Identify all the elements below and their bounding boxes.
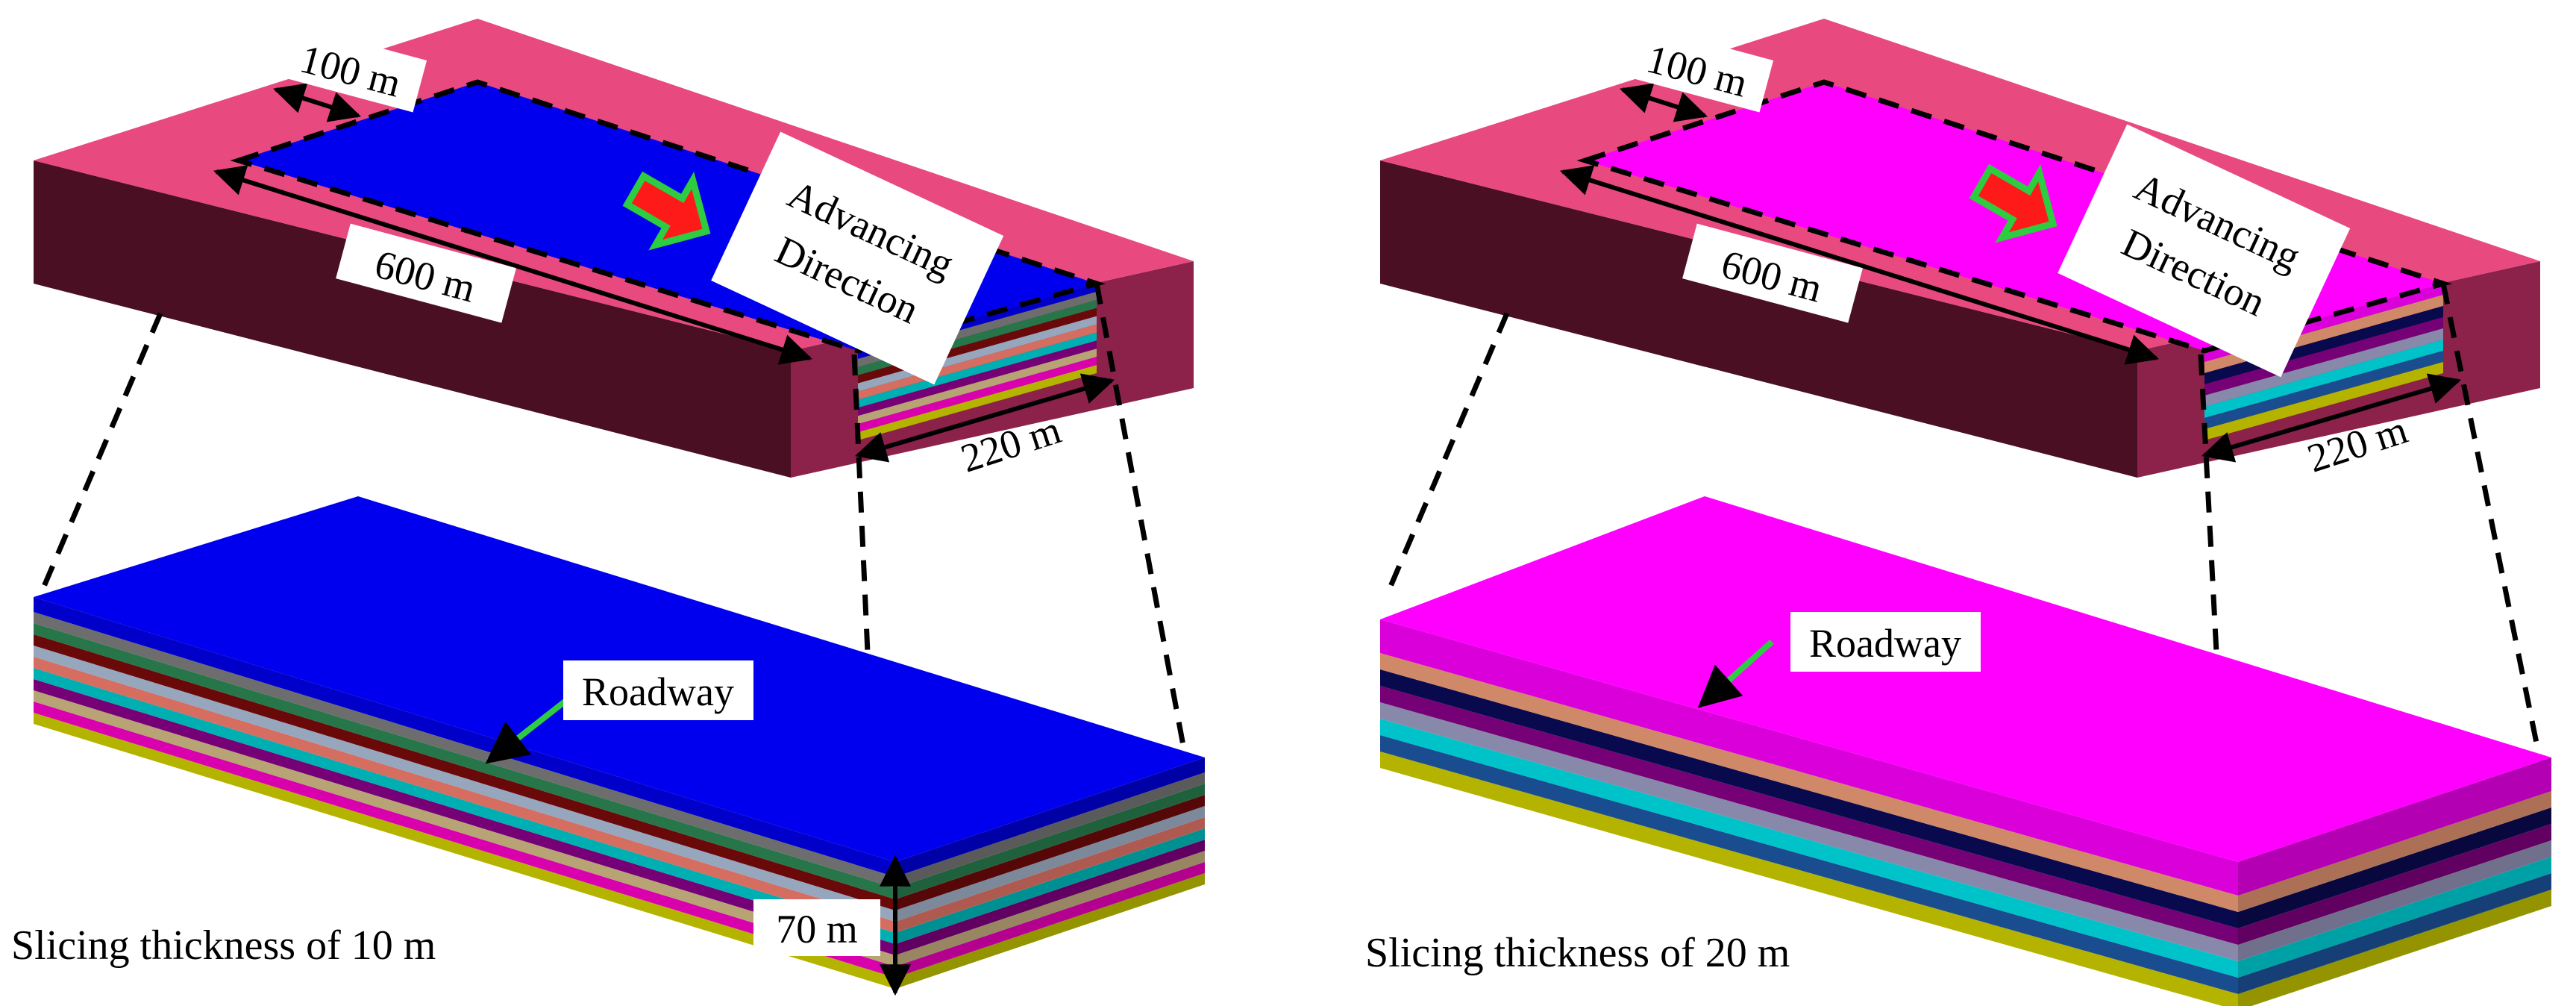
right-roadway-label-box: Roadway (1790, 612, 1981, 672)
left-guide-line (1094, 283, 1189, 762)
slice-layer-side (895, 806, 1205, 922)
slice-layer-side (895, 795, 1205, 910)
slice-layer-front (34, 668, 895, 944)
slice-layer-side (2238, 791, 2551, 912)
left-panel: 100 m 600 m 220 m Advancing Direction Ro… (11, 19, 1205, 996)
right-length-label-box: 600 m (1682, 223, 1863, 323)
slice-layer-front (1380, 752, 2238, 1006)
right-direction-arrow (1969, 163, 2058, 243)
slice-layer-side (895, 757, 1205, 877)
slice-layer-side (895, 840, 1205, 955)
slice-layer-front (1380, 669, 2238, 928)
slice-layer-front (34, 646, 895, 922)
slice-layer-side (895, 772, 1205, 888)
slice-layer-side (895, 873, 1205, 989)
slice-layer-front (34, 623, 895, 899)
right-roadway-label: Roadway (1809, 621, 1961, 666)
slice-layer-side (895, 851, 1205, 966)
left-roadway-label: Roadway (582, 669, 734, 714)
left-guide-line (38, 312, 163, 595)
right-roadway-pointer (1697, 640, 1774, 708)
left-roadway-label-box: Roadway (563, 660, 753, 720)
slice-layer-front (34, 713, 895, 989)
left-width-arrow (272, 83, 362, 122)
slice-layer-side (2238, 757, 2551, 896)
slice-layer-front (34, 657, 895, 933)
slice-layer-side (2238, 890, 2551, 1006)
slice-top-surface (1380, 496, 2551, 862)
slice-layer-side (2238, 873, 2551, 994)
slice-layer-front (34, 690, 895, 966)
left-thickness-label: 70 m (776, 907, 858, 952)
direction-arrow-icon (1969, 163, 2058, 243)
slice-layer-side (895, 817, 1205, 933)
right-panel: 100 m 600 m 220 m Advancing Direction Ro… (1365, 19, 2551, 1006)
slice-layer-side (895, 862, 1205, 978)
left-face-arrow (854, 373, 1115, 463)
right-width-arrow (1619, 83, 1708, 122)
right-face-arrow (2201, 373, 2462, 463)
slice-layer-front (34, 634, 895, 910)
slice-layer-front (1380, 719, 2238, 978)
right-caption: Slicing thickness of 20 m (1365, 930, 1790, 976)
slice-layer-side (2238, 807, 2551, 928)
slice-layer-side (895, 828, 1205, 944)
right-guide-line (2440, 283, 2543, 762)
left-slice-model (34, 496, 1205, 989)
left-direction-arrow (622, 171, 711, 251)
right-slice-model (1380, 496, 2551, 1006)
slice-layer-side (895, 784, 1205, 899)
slice-layer-front (1380, 735, 2238, 994)
slice-layer-front (1380, 619, 2238, 896)
right-guide-line (1385, 312, 1510, 595)
direction-arrow-icon (622, 171, 711, 251)
left-roadway-pointer (485, 691, 577, 764)
slice-layer-front (34, 597, 895, 877)
slice-layer-side (2238, 840, 2551, 961)
left-caption: Slicing thickness of 10 m (11, 922, 436, 969)
slice-layer-front (34, 679, 895, 955)
slice-layer-side (2238, 857, 2551, 978)
slice-layer-front (34, 702, 895, 978)
slice-layer-front (1380, 702, 2238, 961)
slice-layer-side (2238, 824, 2551, 945)
slice-layer-front (1380, 653, 2238, 912)
left-length-arrow (213, 165, 813, 365)
left-thickness-label-box: 70 m (753, 899, 880, 956)
right-length-arrow (1559, 165, 2160, 365)
slice-layer-front (1380, 686, 2238, 945)
slice-layer-front (34, 612, 895, 888)
